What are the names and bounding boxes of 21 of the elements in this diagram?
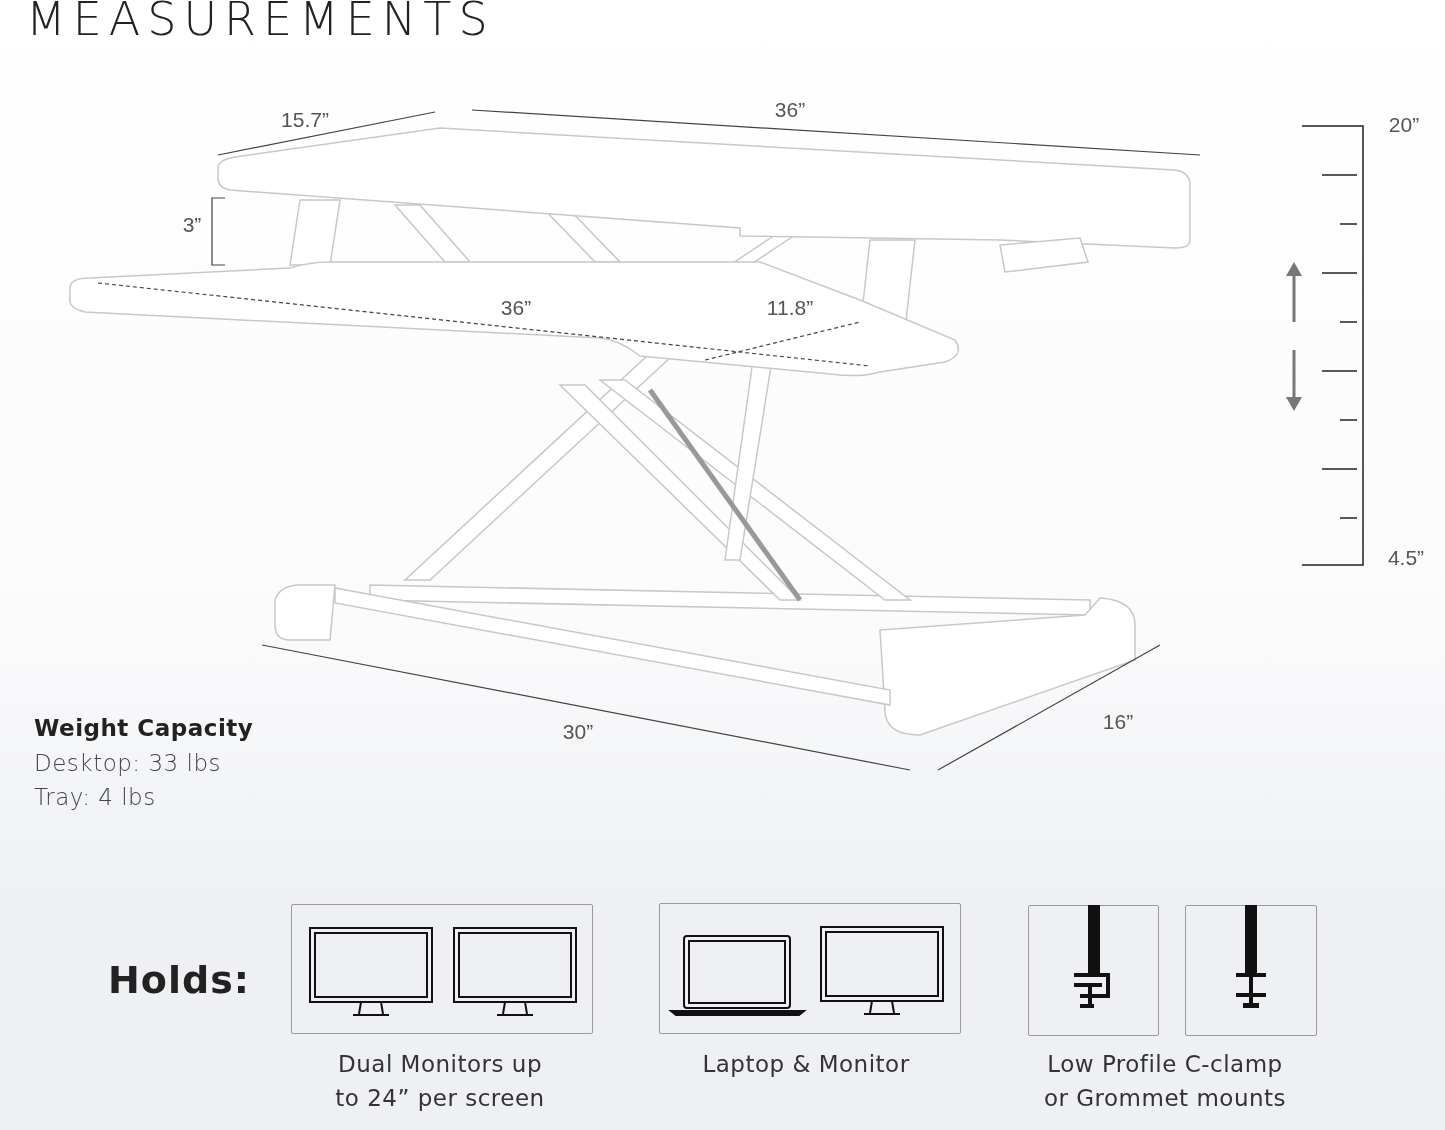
node-label: Low Profile C-clamp or Grommet mounts — [1042, 1050, 1288, 1113]
icon-panel — [291, 904, 593, 1034]
dimension-label: 20” — [1388, 113, 1420, 137]
icon-panel — [1185, 905, 1317, 1036]
icon-panel — [1028, 905, 1159, 1036]
dimension-label: 3” — [182, 213, 202, 237]
heading: Holds: — [108, 958, 250, 1002]
dimension-label: 11.8” — [766, 296, 814, 320]
icon-panel — [659, 903, 961, 1034]
dimension-label: 36” — [774, 98, 806, 122]
dimension-label: 15.7” — [281, 108, 329, 132]
capacity-text: Tray: 4 lbs — [34, 784, 156, 810]
capacity-text: Desktop: 33 lbs — [34, 750, 221, 776]
node-label: Dual Monitors up to 24” per screen — [334, 1050, 546, 1113]
capacity-text: Weight Capacity — [34, 715, 254, 741]
capacity-text: 30” — [562, 720, 594, 744]
dimension-label: 36” — [500, 296, 532, 320]
title: MEASUREMENTS — [26, 0, 495, 46]
node-label: Laptop & Monitor — [701, 1050, 911, 1079]
dimension-label: 4.5” — [1387, 546, 1425, 570]
capacity-text: 16” — [1102, 710, 1134, 734]
